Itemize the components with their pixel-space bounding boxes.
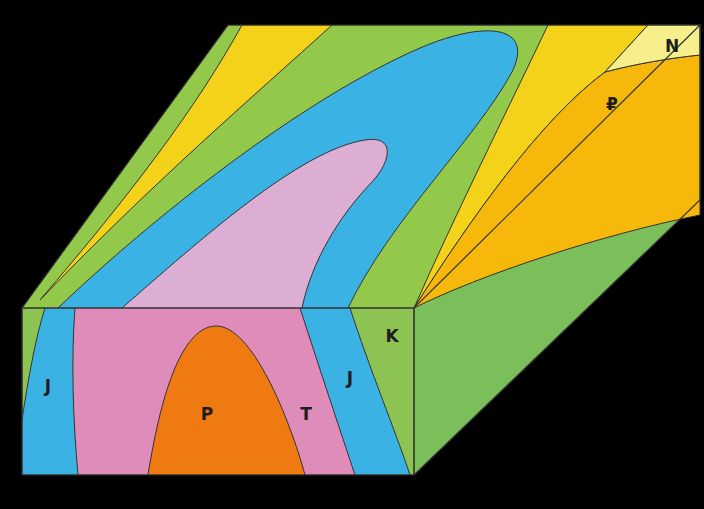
neogene-unit: [605, 25, 700, 72]
top-ground: [22, 25, 700, 308]
front-face: [22, 308, 414, 475]
unit-label: K: [385, 328, 398, 345]
front-pink-band: [73, 308, 355, 475]
unit-label: J: [347, 370, 353, 387]
top-pink-core: [122, 139, 387, 308]
unit-label: N: [665, 38, 679, 55]
front-orange-core: [148, 326, 305, 475]
unit-label: T: [300, 406, 312, 423]
front-ground: [22, 308, 414, 475]
unit-label: P: [201, 406, 213, 423]
paleogene-unit: [414, 55, 700, 308]
top-face: [22, 25, 700, 308]
unit-label: ₽: [606, 96, 618, 113]
block-outline: [22, 25, 700, 475]
unit-label: J: [45, 378, 51, 395]
front-blue-band: [22, 308, 410, 475]
